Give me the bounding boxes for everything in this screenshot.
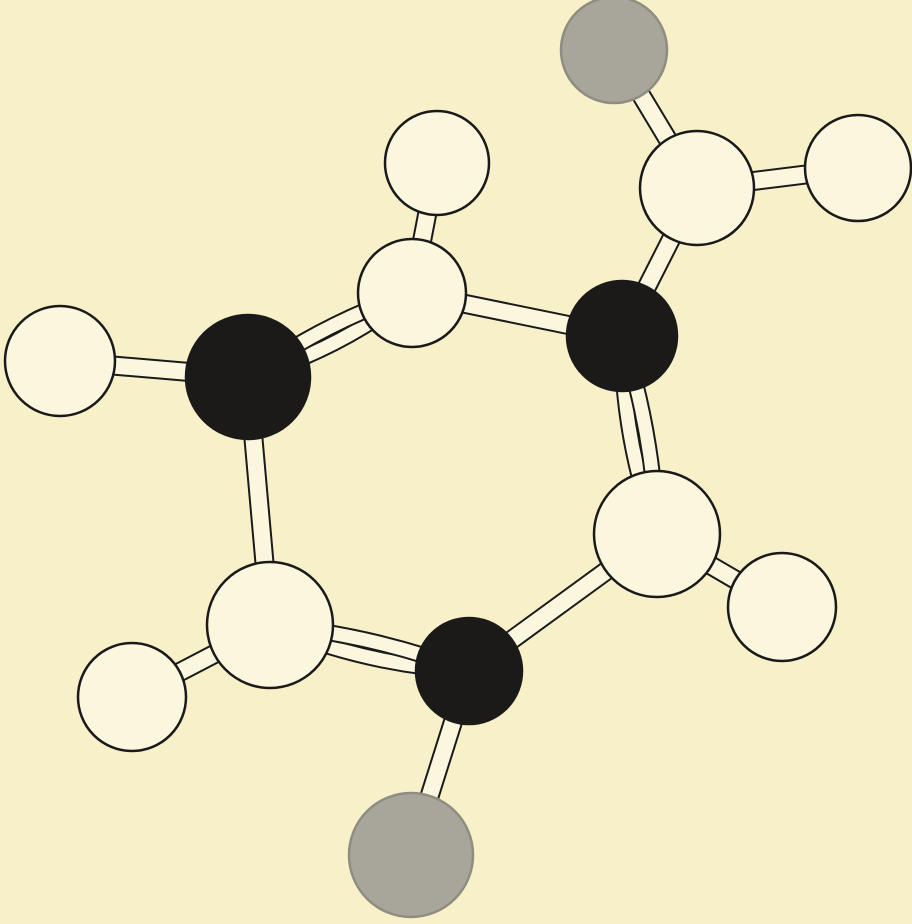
atoms-layer [3,0,912,919]
atom-h-lower-left [76,641,188,753]
atom-c-upper-ring [356,237,468,349]
atom-h-right-top [803,113,912,223]
atom-h-left [3,304,117,418]
atom-grey-bottom [347,791,475,919]
atom-ring-black-right [565,279,679,393]
atom-grey-top [559,0,669,105]
atom-h-lower-right [726,551,838,663]
atom-ring-white-lower-left [205,560,335,690]
atom-c-top-right [638,129,756,247]
atom-ring-black-bottom [414,616,524,726]
atom-ring-white-right [592,469,722,599]
atom-h-upper [383,109,491,217]
atom-ring-black-left [184,313,312,441]
